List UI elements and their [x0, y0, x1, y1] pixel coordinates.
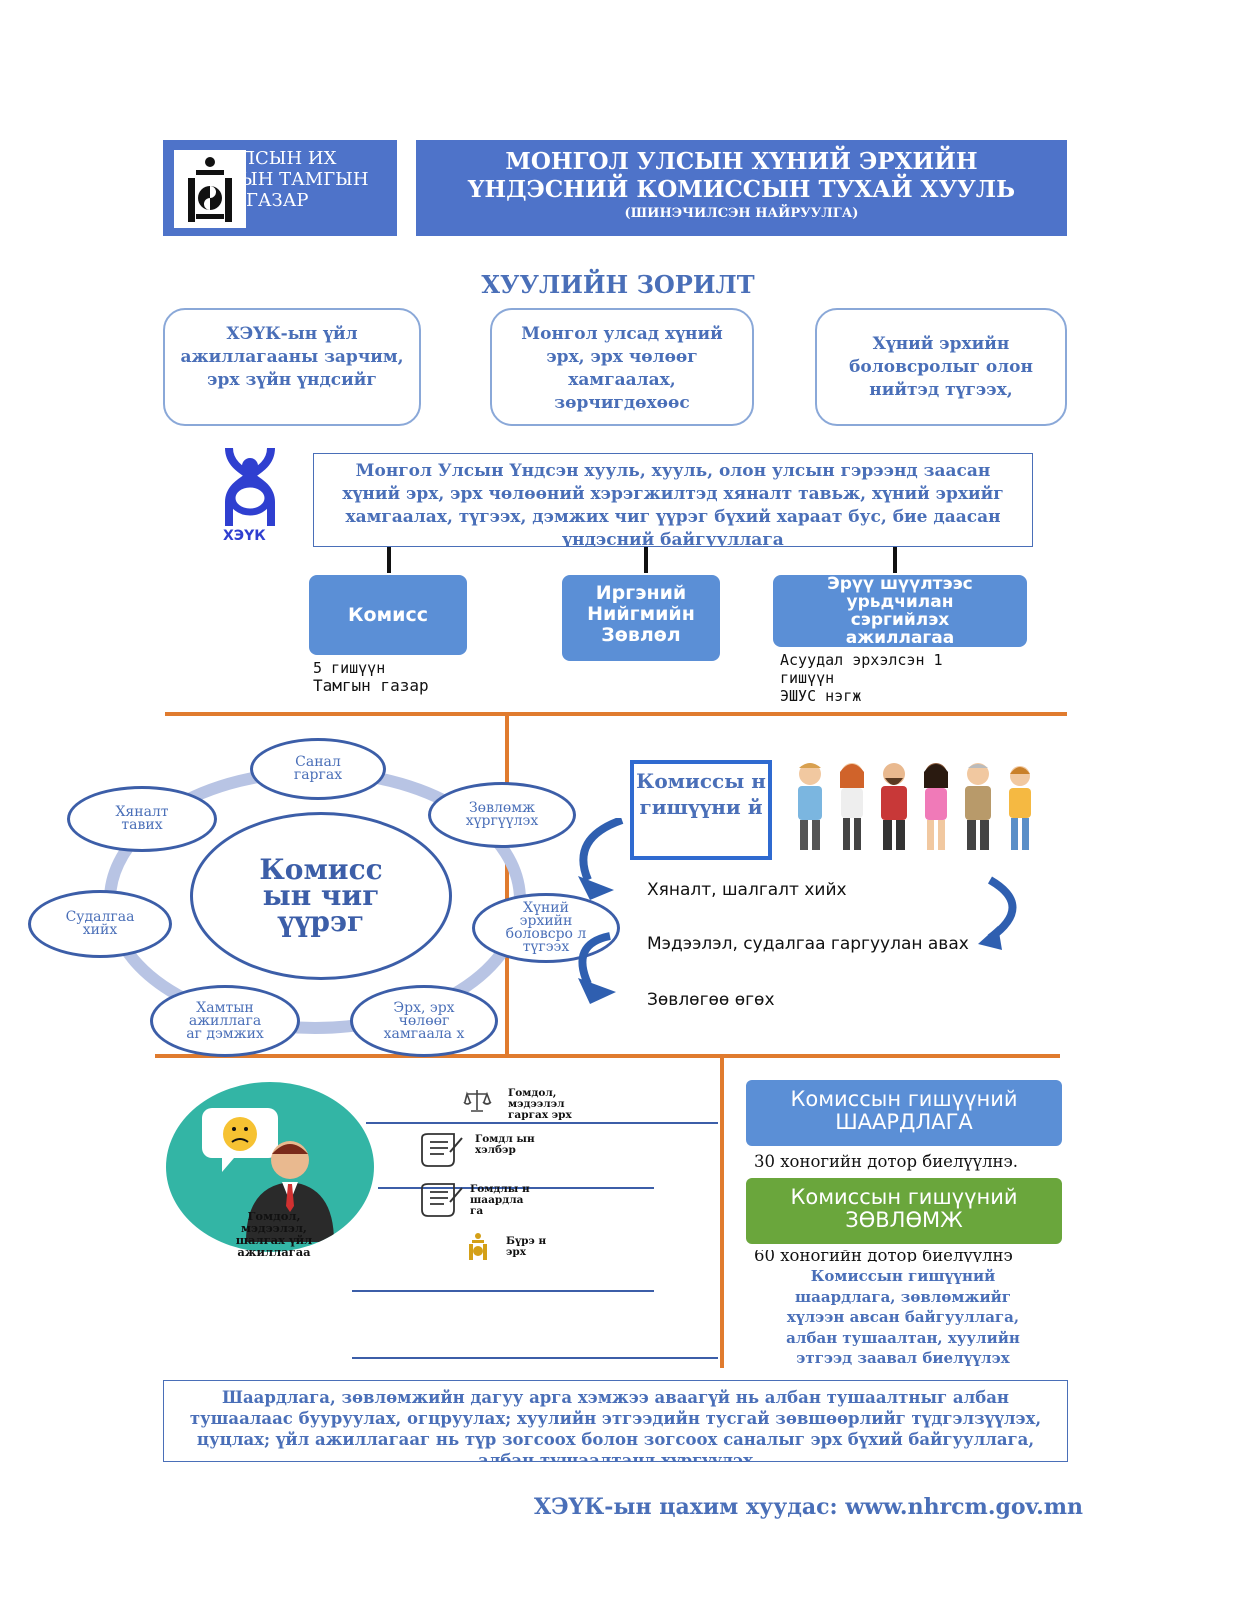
- scales-icon: [462, 1088, 492, 1114]
- connector-line: [644, 547, 648, 573]
- note-line: 5 гишүүн: [313, 659, 386, 677]
- emblem-icon: [466, 1232, 490, 1262]
- function-item: Эрх, эрх чөлөөг хамгаала х: [350, 985, 498, 1057]
- complaint-illustration: [202, 1108, 334, 1242]
- torture-prevention-notes: Асуудал эрхэлсэн 1 гишүүн ЭШУС нэгж: [780, 651, 980, 705]
- torture-prevention-label: Эрүү шүүлтээс урьдчилан сэргийлэх ажилла…: [827, 575, 973, 647]
- header-title-panel: МОНГОЛ УЛСЫН ХҮНИЙ ЭРХИЙН ҮНДЭСНИЙ КОМИС…: [416, 140, 1067, 236]
- goal-text: ХЭҮК-ын үйл ажиллагааны зарчим, эрх зүйн…: [180, 324, 404, 390]
- people-illustration: [798, 763, 1031, 850]
- soyombo-emblem: [174, 150, 246, 228]
- person-icon: [965, 763, 991, 850]
- requirement-box: Комиссын гишүүний ШААРДЛАГА: [746, 1080, 1062, 1146]
- complaint-item-label: Гомдол, мэдээлэл гаргах эрх: [508, 1087, 572, 1121]
- scroll-icon: [420, 1130, 464, 1168]
- requirement-note: 30 хоногийн дотор биелүүлнэ.: [754, 1152, 1019, 1171]
- nhrcm-logo: ХЭҮК: [215, 446, 285, 546]
- function-label: Хяналт тавих: [115, 804, 169, 833]
- commission-box: Комисс: [309, 575, 467, 655]
- person-icon: [881, 763, 907, 850]
- function-item: Хамтын ажиллага аг дэмжих: [150, 985, 300, 1057]
- person-icon: [1009, 766, 1031, 850]
- rule-line: [352, 1357, 718, 1359]
- function-label: Эрх, эрх чөлөөг хамгаала х: [383, 999, 465, 1042]
- function-item: Хүний эрхийн боловсро л түгээх: [472, 893, 620, 963]
- function-item: Зөвлөмж хүргүүлэх: [428, 782, 576, 848]
- rule-line: [352, 1290, 654, 1292]
- person-icon: [840, 763, 864, 850]
- goal-text: Монгол улсад хүний эрх, эрх чөлөөг хамга…: [521, 324, 723, 413]
- obligation-text: Комиссын гишүүний шаардлага, зөвлөмжийг …: [768, 1266, 1038, 1368]
- rule-line: [366, 1122, 718, 1124]
- title-line-1: МОНГОЛ УЛСЫН ХҮНИЙ ЭРХИЙН: [505, 148, 978, 175]
- function-label: Хамтын ажиллага аг дэмжих: [186, 999, 264, 1042]
- nhrcm-logo-icon: [225, 447, 275, 526]
- goal-text: Хүний эрхийн боловсролыг олон нийтэд түг…: [849, 334, 1033, 400]
- function-label: Зөвлөмж хүргүүлэх: [465, 800, 539, 829]
- recommendation-box: Комиссын гишүүний ЗӨВЛӨМЖ: [746, 1178, 1062, 1244]
- complaint-item-label: Гомдл ын хэлбэр: [475, 1133, 535, 1156]
- connector-line: [387, 547, 391, 573]
- step-2: Мэдээлэл, судалгаа гаргуулан авах: [647, 934, 969, 954]
- goal-card-2: Монгол улсад хүний эрх, эрх чөлөөг хамга…: [490, 308, 754, 426]
- flow-arrows: [578, 818, 1017, 1004]
- function-label: Санал гаргах: [293, 754, 343, 783]
- requirement-title-2: ШААРДЛАГА: [835, 1110, 973, 1134]
- commission-label: Комисс: [348, 604, 428, 626]
- note-line: ЭШУС нэгж: [780, 687, 862, 705]
- title-subtitle: (ШИНЭЧИЛСЭН НАЙРУУЛГА): [624, 206, 859, 221]
- member-rights-label: Комиссы н гишүүни й: [636, 769, 766, 819]
- commission-notes: 5 гишүүн Тамгын газар: [313, 659, 429, 695]
- recommendation-title-2: ЗӨВЛӨМЖ: [845, 1208, 963, 1232]
- function-label: Хүний эрхийн боловсро л түгээх: [505, 900, 587, 955]
- header-org-name: ЛСЫН ИХ ЫН ТАМГЫН ГАЗАР: [240, 148, 400, 211]
- torture-prevention-box: Эрүү шүүлтээс урьдчилан сэргийлэх ажилла…: [773, 575, 1027, 647]
- org-line-2: ЫН ТАМГЫН: [240, 169, 369, 190]
- function-item: Санал гаргах: [250, 738, 386, 800]
- step-3: Зөвлөгөө өгөх: [647, 990, 775, 1010]
- title-line-2: ҮНДЭСНИЙ КОМИССЫН ТУХАЙ ХУУЛЬ: [467, 176, 1016, 203]
- divider: [155, 1054, 1060, 1058]
- recommendation-title-1: Комиссын гишүүний: [790, 1185, 1018, 1209]
- mission-text: Монгол Улсын Үндсэн хууль, хууль, олон у…: [342, 461, 1004, 547]
- complaint-item-label: Гомдлы н шаардла га: [470, 1183, 530, 1217]
- connector-line: [893, 547, 897, 573]
- org-line-1: ЛСЫН ИХ: [240, 148, 337, 169]
- mission-statement: Монгол Улсын Үндсэн хууль, хууль, олон у…: [313, 453, 1033, 547]
- function-label: Судалгаа хийх: [65, 909, 135, 938]
- functions-center: Комисс ын чиг үүрэг: [190, 812, 452, 980]
- goal-card-3: Хүний эрхийн боловсролыг олон нийтэд түг…: [815, 308, 1067, 426]
- org-line-3: ГАЗАР: [246, 190, 309, 211]
- person-icon: [798, 763, 822, 850]
- goal-card-1: ХЭҮК-ын үйл ажиллагааны зарчим, эрх зүйн…: [163, 308, 421, 426]
- obligation-text-content: Комиссын гишүүний шаардлага, зөвлөмжийг …: [786, 1267, 1020, 1367]
- function-item: Хяналт тавих: [67, 786, 217, 852]
- complaint-circle: [166, 1082, 374, 1252]
- recommendation-note: 60 хоногийн дотор биелүүлнэ: [754, 1250, 1054, 1262]
- member-rights-box: Комиссы н гишүүни й: [630, 760, 772, 860]
- requirement-title-1: Комиссын гишүүний: [790, 1087, 1018, 1111]
- complaint-item-label: Бүрэ н эрх: [506, 1235, 547, 1258]
- civil-council-label: Иргэний Нийгмийн Зөвлөл: [587, 582, 695, 646]
- divider: [720, 1058, 724, 1368]
- note-line: Асуудал эрхэлсэн 1 гишүүн: [780, 651, 943, 687]
- civil-council-box: Иргэний Нийгмийн Зөвлөл: [562, 575, 720, 661]
- soyombo-icon: [188, 157, 232, 222]
- function-item: Судалгаа хийх: [28, 890, 172, 958]
- footer-website: ХЭҮК-ын цахим хуудас: www.nhrcm.gov.mn: [534, 1494, 1084, 1520]
- rule-line: [378, 1187, 654, 1189]
- logo-label: ХЭҮК: [223, 528, 266, 544]
- step-1: Хяналт, шалгалт хийх: [647, 880, 847, 900]
- note-line: Тамгын газар: [313, 676, 429, 695]
- recommendation-note-text: 60 хоногийн дотор биелүүлнэ: [754, 1250, 1013, 1262]
- divider: [165, 712, 1067, 716]
- complaint-caption: Гомдол, мэдээлэл, шалгах үйл ажиллагаа: [235, 1209, 313, 1259]
- functions-center-label: Комисс ын чиг үүрэг: [259, 853, 383, 938]
- divider: [505, 714, 509, 1054]
- goals-title: ХУУЛИЙН ЗОРИЛТ: [481, 270, 755, 299]
- person-icon: [924, 763, 948, 850]
- sanction-box: Шаардлага, зөвлөмжийн дагуу арга хэмжээ …: [163, 1380, 1068, 1462]
- scroll-icon: [420, 1180, 464, 1218]
- sanction-text: Шаардлага, зөвлөмжийн дагуу арга хэмжээ …: [189, 1388, 1042, 1462]
